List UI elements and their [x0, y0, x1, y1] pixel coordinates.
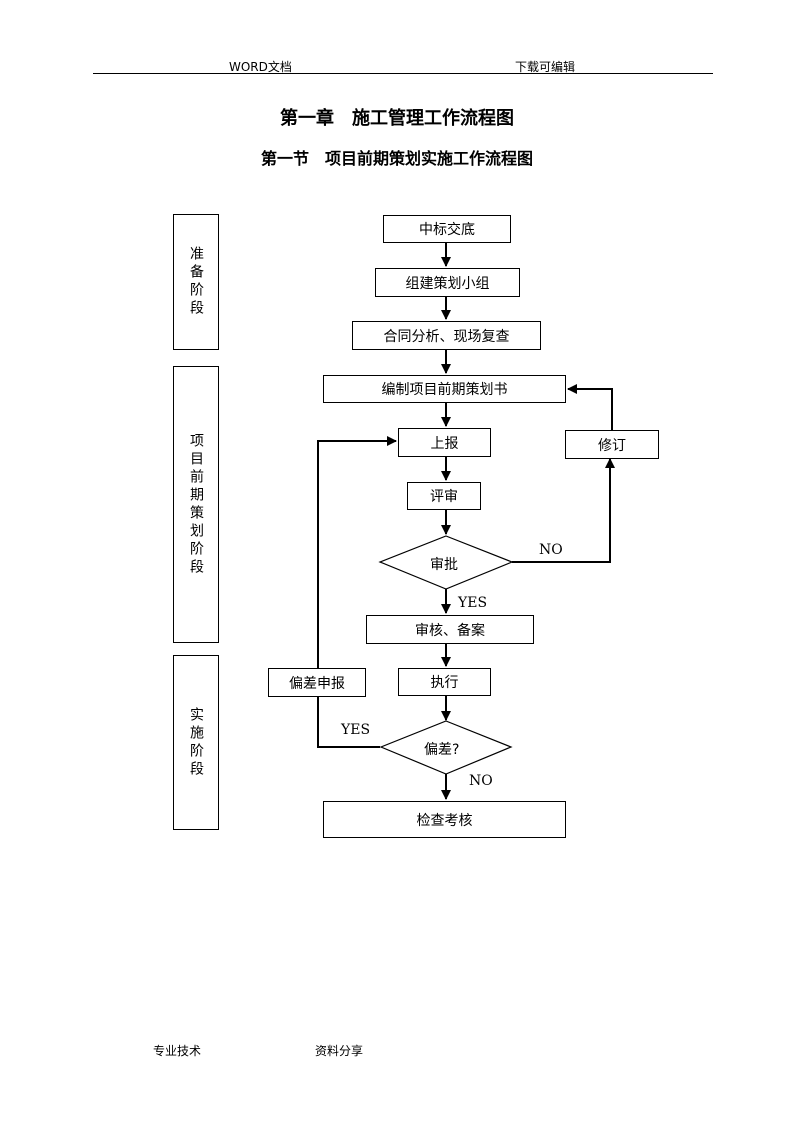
- step-check: 检查考核: [323, 801, 566, 838]
- header-right: 下载可编辑: [515, 60, 576, 74]
- label-yes-approve: YES: [458, 595, 488, 611]
- stage-prep: 准备阶段: [173, 214, 219, 350]
- label-no-approve: NO: [539, 542, 563, 558]
- approve-diamond: [378, 535, 514, 590]
- step-report: 上报: [398, 428, 491, 457]
- chapter-title: 第一章 施工管理工作流程图: [280, 108, 514, 129]
- step-deviation-report: 偏差申报: [268, 668, 366, 697]
- stage-planning-label: 项目前期策划阶段: [188, 432, 204, 577]
- step-audit: 审核、备案: [366, 615, 534, 644]
- label-yes-deviation: YES: [341, 722, 371, 738]
- stage-planning: 项目前期策划阶段: [173, 366, 219, 643]
- footer-left: 专业技术: [153, 1044, 202, 1058]
- stage-prep-label: 准备阶段: [188, 246, 204, 318]
- arrow-no-revise: [512, 458, 615, 563]
- step-review: 评审: [407, 482, 481, 510]
- section-title: 第一节 项目前期策划实施工作流程图: [260, 149, 533, 168]
- arrow-yes-report: [317, 436, 397, 748]
- footer-right: 资料分享: [315, 1044, 364, 1058]
- step-team: 组建策划小组: [375, 268, 520, 297]
- stage-impl: 实施阶段: [173, 655, 219, 830]
- label-no-deviation: NO: [469, 773, 493, 789]
- header-left: WORD文档: [229, 60, 292, 74]
- step-deviation: 偏差?: [424, 742, 460, 758]
- deviation-diamond: [379, 720, 513, 775]
- step-execute: 执行: [398, 668, 491, 696]
- stage-impl-label: 实施阶段: [188, 706, 204, 779]
- step-bid: 中标交底: [383, 215, 511, 243]
- step-revise: 修订: [565, 430, 659, 459]
- step-approve: 审批: [430, 557, 458, 573]
- header-rule: [93, 73, 713, 74]
- step-compile: 编制项目前期策划书: [323, 375, 566, 403]
- arrow-revise-compile: [567, 384, 613, 430]
- step-contract: 合同分析、现场复查: [352, 321, 541, 350]
